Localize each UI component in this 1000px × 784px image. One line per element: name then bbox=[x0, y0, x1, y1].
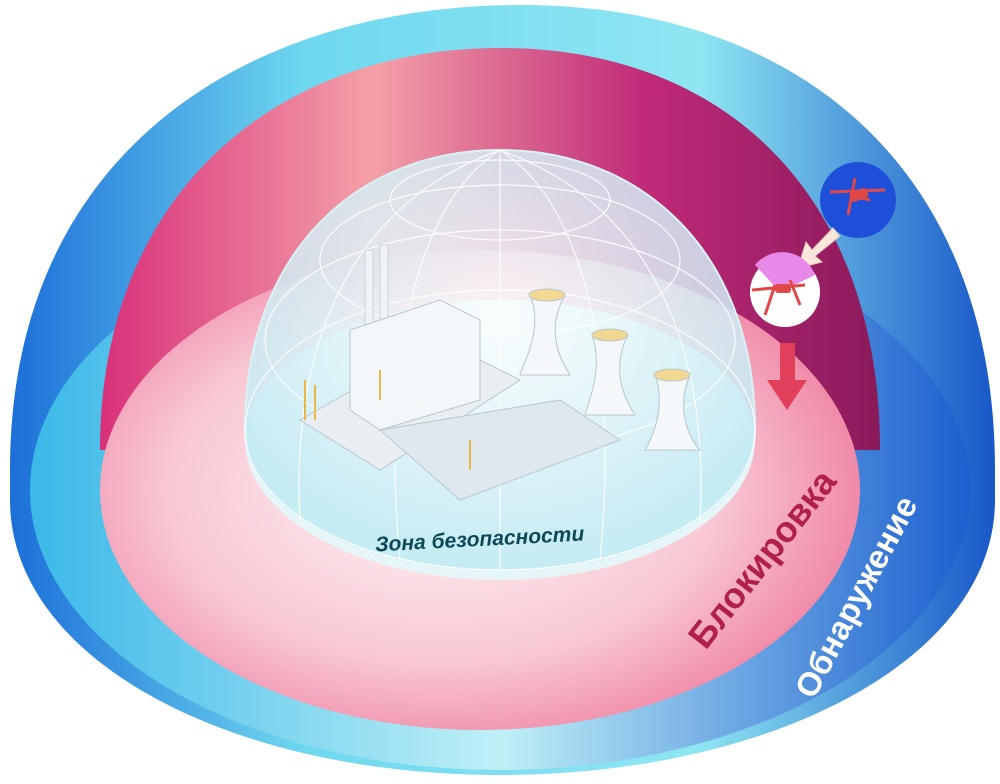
drone-blocked-icon bbox=[750, 252, 820, 327]
industrial-plant-icon bbox=[299, 244, 702, 501]
down-arrow-icon bbox=[767, 343, 807, 410]
drone-detected-icon bbox=[820, 162, 896, 238]
redirect-arrow-icon bbox=[797, 227, 841, 269]
